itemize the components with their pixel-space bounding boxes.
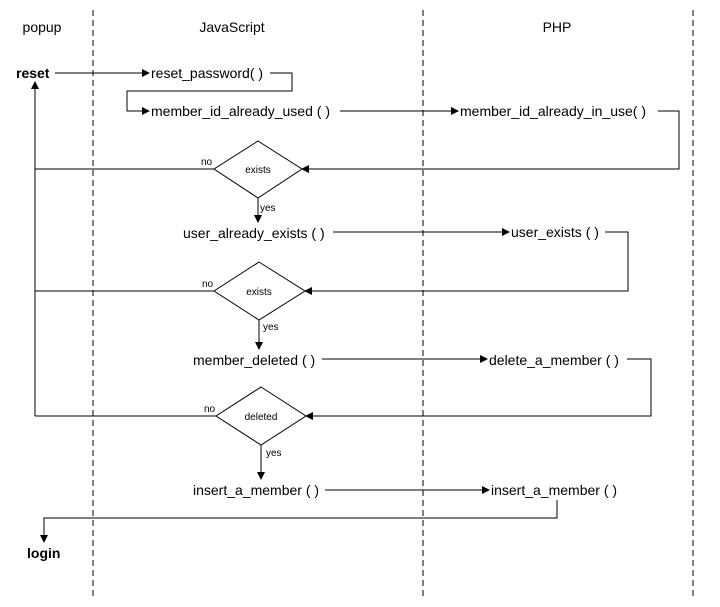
node-member-id-already-used: member_id_already_used ( ) [151,103,330,119]
node-member-deleted: member_deleted ( ) [193,352,315,368]
arrow-delete-to-decision-3 [305,358,652,420]
arrow-insert-to-login [40,500,558,543]
decision-3-yes-label: yes [266,448,282,459]
node-login: login [27,545,60,561]
node-delete-a-member: delete_a_member ( ) [489,352,619,368]
node-insert-a-member-js: insert_a_member ( ) [193,482,319,498]
node-insert-a-member-php: insert_a_member ( ) [491,482,617,498]
decision-1-yes-label: yes [260,203,276,214]
decision-2-yes-label: yes [263,322,279,333]
arrow-reset-password-to-member-id-already-used [126,72,293,115]
arrow-in-use-to-decision-1 [301,110,680,173]
decision-2-no-label: no [202,279,214,290]
decision-1-no-label: no [201,157,213,168]
lane-header-popup: popup [23,19,62,35]
node-member-id-already-in-use: member_id_already_in_use( ) [460,103,646,119]
node-user-already-exists: user_already_exists ( ) [183,225,325,241]
lane-header-php: PHP [543,19,572,35]
node-reset-password: reset_password( ) [151,65,263,81]
lane-header-javascript: JavaScript [199,19,264,35]
decision-1-label: exists [245,165,271,176]
node-user-exists: user_exists ( ) [511,224,599,240]
decision-3-label: deleted [245,412,278,423]
arrow-user-exists-to-decision-2 [304,231,629,295]
decision-3-no-label: no [204,404,216,415]
decision-2-label: exists [246,287,272,298]
node-reset: reset [16,65,50,81]
